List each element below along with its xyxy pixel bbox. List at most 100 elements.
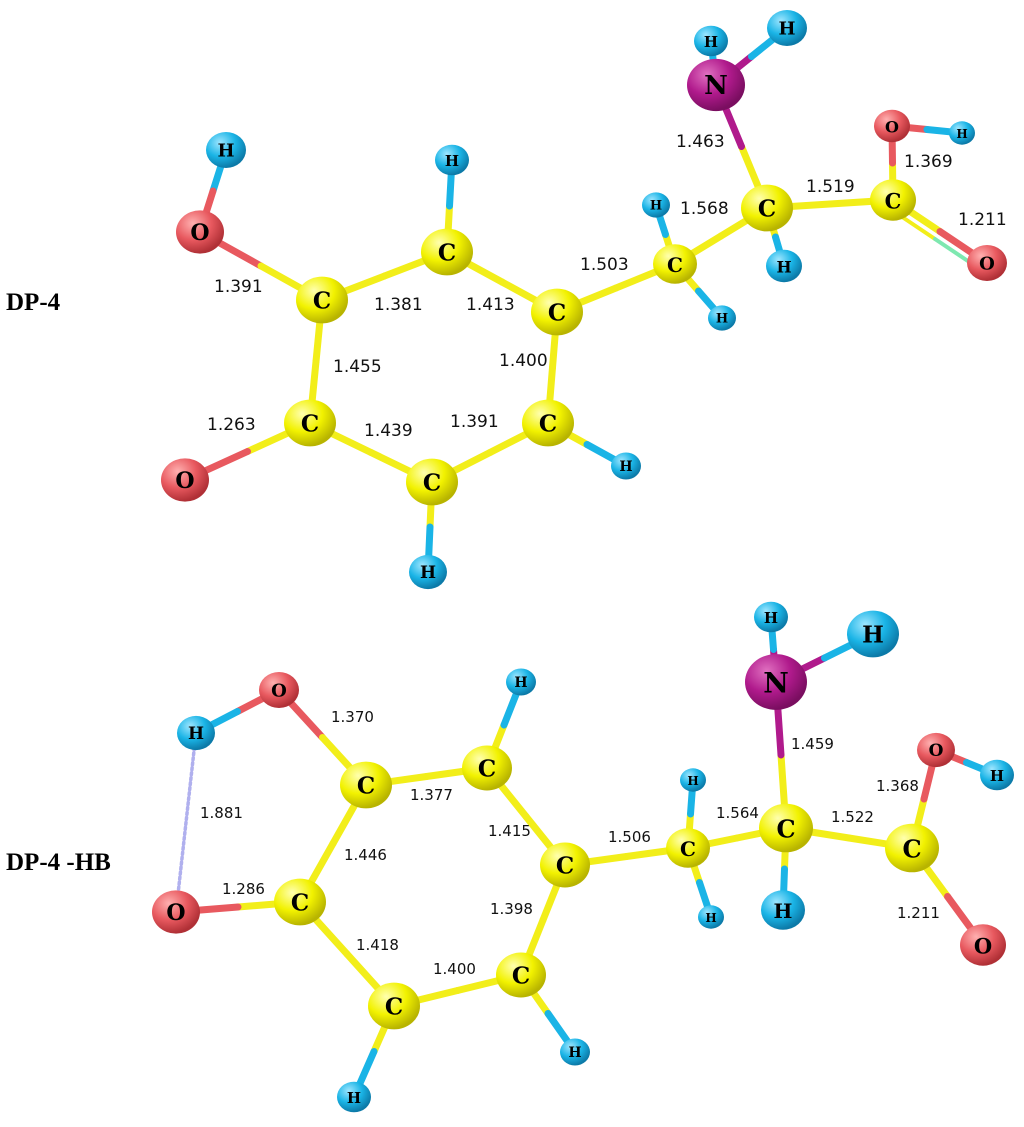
hydrogen-bond	[174, 731, 198, 914]
bond-length-label: 1.881	[200, 804, 243, 822]
atom-sphere	[870, 179, 916, 221]
atom-symbol: H	[217, 141, 234, 162]
atom-h-h5: H	[611, 452, 641, 480]
bond-length-label: 1.415	[488, 822, 531, 840]
atom-sphere	[462, 745, 512, 791]
atom-symbol: C	[423, 470, 441, 497]
atom-sphere	[206, 132, 246, 168]
atom-h-hna: H	[694, 25, 728, 57]
bond-length-label: 1.459	[791, 735, 834, 753]
atom-symbol: C	[680, 837, 696, 861]
bond-length-label: 1.522	[831, 808, 874, 826]
atom-sphere	[680, 768, 706, 792]
bond-length-label: 1.377	[410, 786, 453, 804]
atom-symbol: C	[385, 994, 403, 1021]
atom-h-hnb: H	[847, 610, 899, 658]
atom-c-c1: C	[340, 761, 392, 809]
molecule-label-dp4: DP-4	[6, 289, 61, 316]
bond-length-label: 1.400	[433, 960, 476, 978]
bond-length-label: 1.519	[806, 177, 855, 197]
atom-sphere	[611, 452, 641, 480]
bond-length-label: 1.211	[897, 904, 940, 922]
bond-length-label: 1.286	[222, 880, 265, 898]
atom-c-c7: C	[666, 828, 710, 868]
atom-sphere	[337, 1081, 371, 1113]
atom-sphere	[642, 192, 670, 218]
atom-symbol: H	[514, 675, 527, 691]
atom-symbol: C	[902, 835, 921, 864]
atom-c-c9: C	[885, 823, 939, 873]
atom-symbol: C	[438, 240, 456, 267]
atom-sphere	[421, 228, 473, 276]
atom-sphere	[745, 654, 807, 710]
atom-sphere	[766, 249, 802, 283]
atom-symbol: H	[347, 1089, 361, 1107]
atom-sphere	[698, 905, 724, 929]
atom-sphere	[506, 668, 536, 696]
atom-symbol: O	[885, 118, 899, 137]
atom-c-c2: C	[421, 228, 473, 276]
atom-sphere	[847, 610, 899, 658]
bond-length-label: 1.413	[466, 295, 515, 315]
atom-o-o1: O	[259, 672, 299, 708]
atom-sphere	[340, 761, 392, 809]
atom-h-hnb: H	[767, 10, 807, 46]
atom-c-c3: C	[531, 288, 583, 336]
atom-h-h7b: H	[708, 305, 736, 331]
atom-symbol: C	[667, 253, 683, 277]
atom-symbol: C	[313, 288, 331, 315]
atom-h-hoh: H	[980, 759, 1014, 791]
atom-o-o6: O	[161, 458, 209, 502]
atom-h-h7a: H	[680, 768, 706, 792]
atom-h-h8: H	[761, 890, 805, 930]
atom-symbol: C	[548, 300, 566, 327]
atom-sphere	[522, 399, 574, 447]
bond-length-label: 1.506	[608, 828, 651, 846]
atom-sphere	[259, 672, 299, 708]
atom-sphere	[409, 554, 447, 590]
atom-symbol: H	[420, 563, 436, 583]
atom-n-n: N	[687, 58, 745, 112]
atom-symbol: H	[687, 774, 698, 788]
molecule-dp4-hb: HOCCHCCCHCHOCHHCHNHHCOHO1.3701.3771.8811…	[152, 601, 1014, 1113]
bond-length-label: 1.418	[356, 936, 399, 954]
atom-symbol: C	[556, 853, 574, 880]
atom-o-oh: O	[874, 109, 910, 143]
atom-symbol: H	[568, 1045, 581, 1061]
atom-symbol: H	[990, 767, 1004, 785]
atom-c-c3: C	[540, 842, 590, 888]
atom-sphere	[741, 184, 793, 232]
bond-length-label: 1.211	[958, 210, 1007, 230]
atom-sphere	[296, 276, 348, 324]
atom-symbol: H	[764, 609, 778, 627]
atom-sphere	[761, 890, 805, 930]
bond-length-label: 1.455	[333, 357, 382, 377]
atom-h-h1: H	[206, 132, 246, 168]
atom-sphere	[406, 458, 458, 506]
atom-sphere	[274, 878, 326, 926]
atom-sphere	[540, 842, 590, 888]
atom-c-c2: C	[462, 745, 512, 791]
atom-sphere	[708, 305, 736, 331]
atom-symbol: O	[175, 468, 194, 494]
bond-length-label: 1.564	[716, 804, 759, 822]
atom-sphere	[949, 121, 975, 145]
atom-sphere	[176, 210, 224, 254]
atom-symbol: H	[705, 911, 716, 925]
atom-sphere	[754, 601, 788, 633]
atom-sphere	[759, 803, 813, 853]
atom-sphere	[152, 890, 200, 934]
atom-sphere	[653, 244, 697, 284]
atom-symbol: O	[166, 900, 185, 926]
atom-o-o1: O	[176, 210, 224, 254]
atom-c-c8: C	[759, 803, 813, 853]
atom-sphere	[435, 144, 469, 176]
atom-symbol: H	[704, 33, 718, 51]
atom-c-c4: C	[284, 399, 336, 447]
atom-h-hna: H	[754, 601, 788, 633]
atom-symbol: O	[929, 741, 944, 761]
atom-symbol: C	[291, 890, 309, 917]
atom-symbol: O	[974, 934, 992, 959]
atom-c-c9: C	[870, 179, 916, 221]
